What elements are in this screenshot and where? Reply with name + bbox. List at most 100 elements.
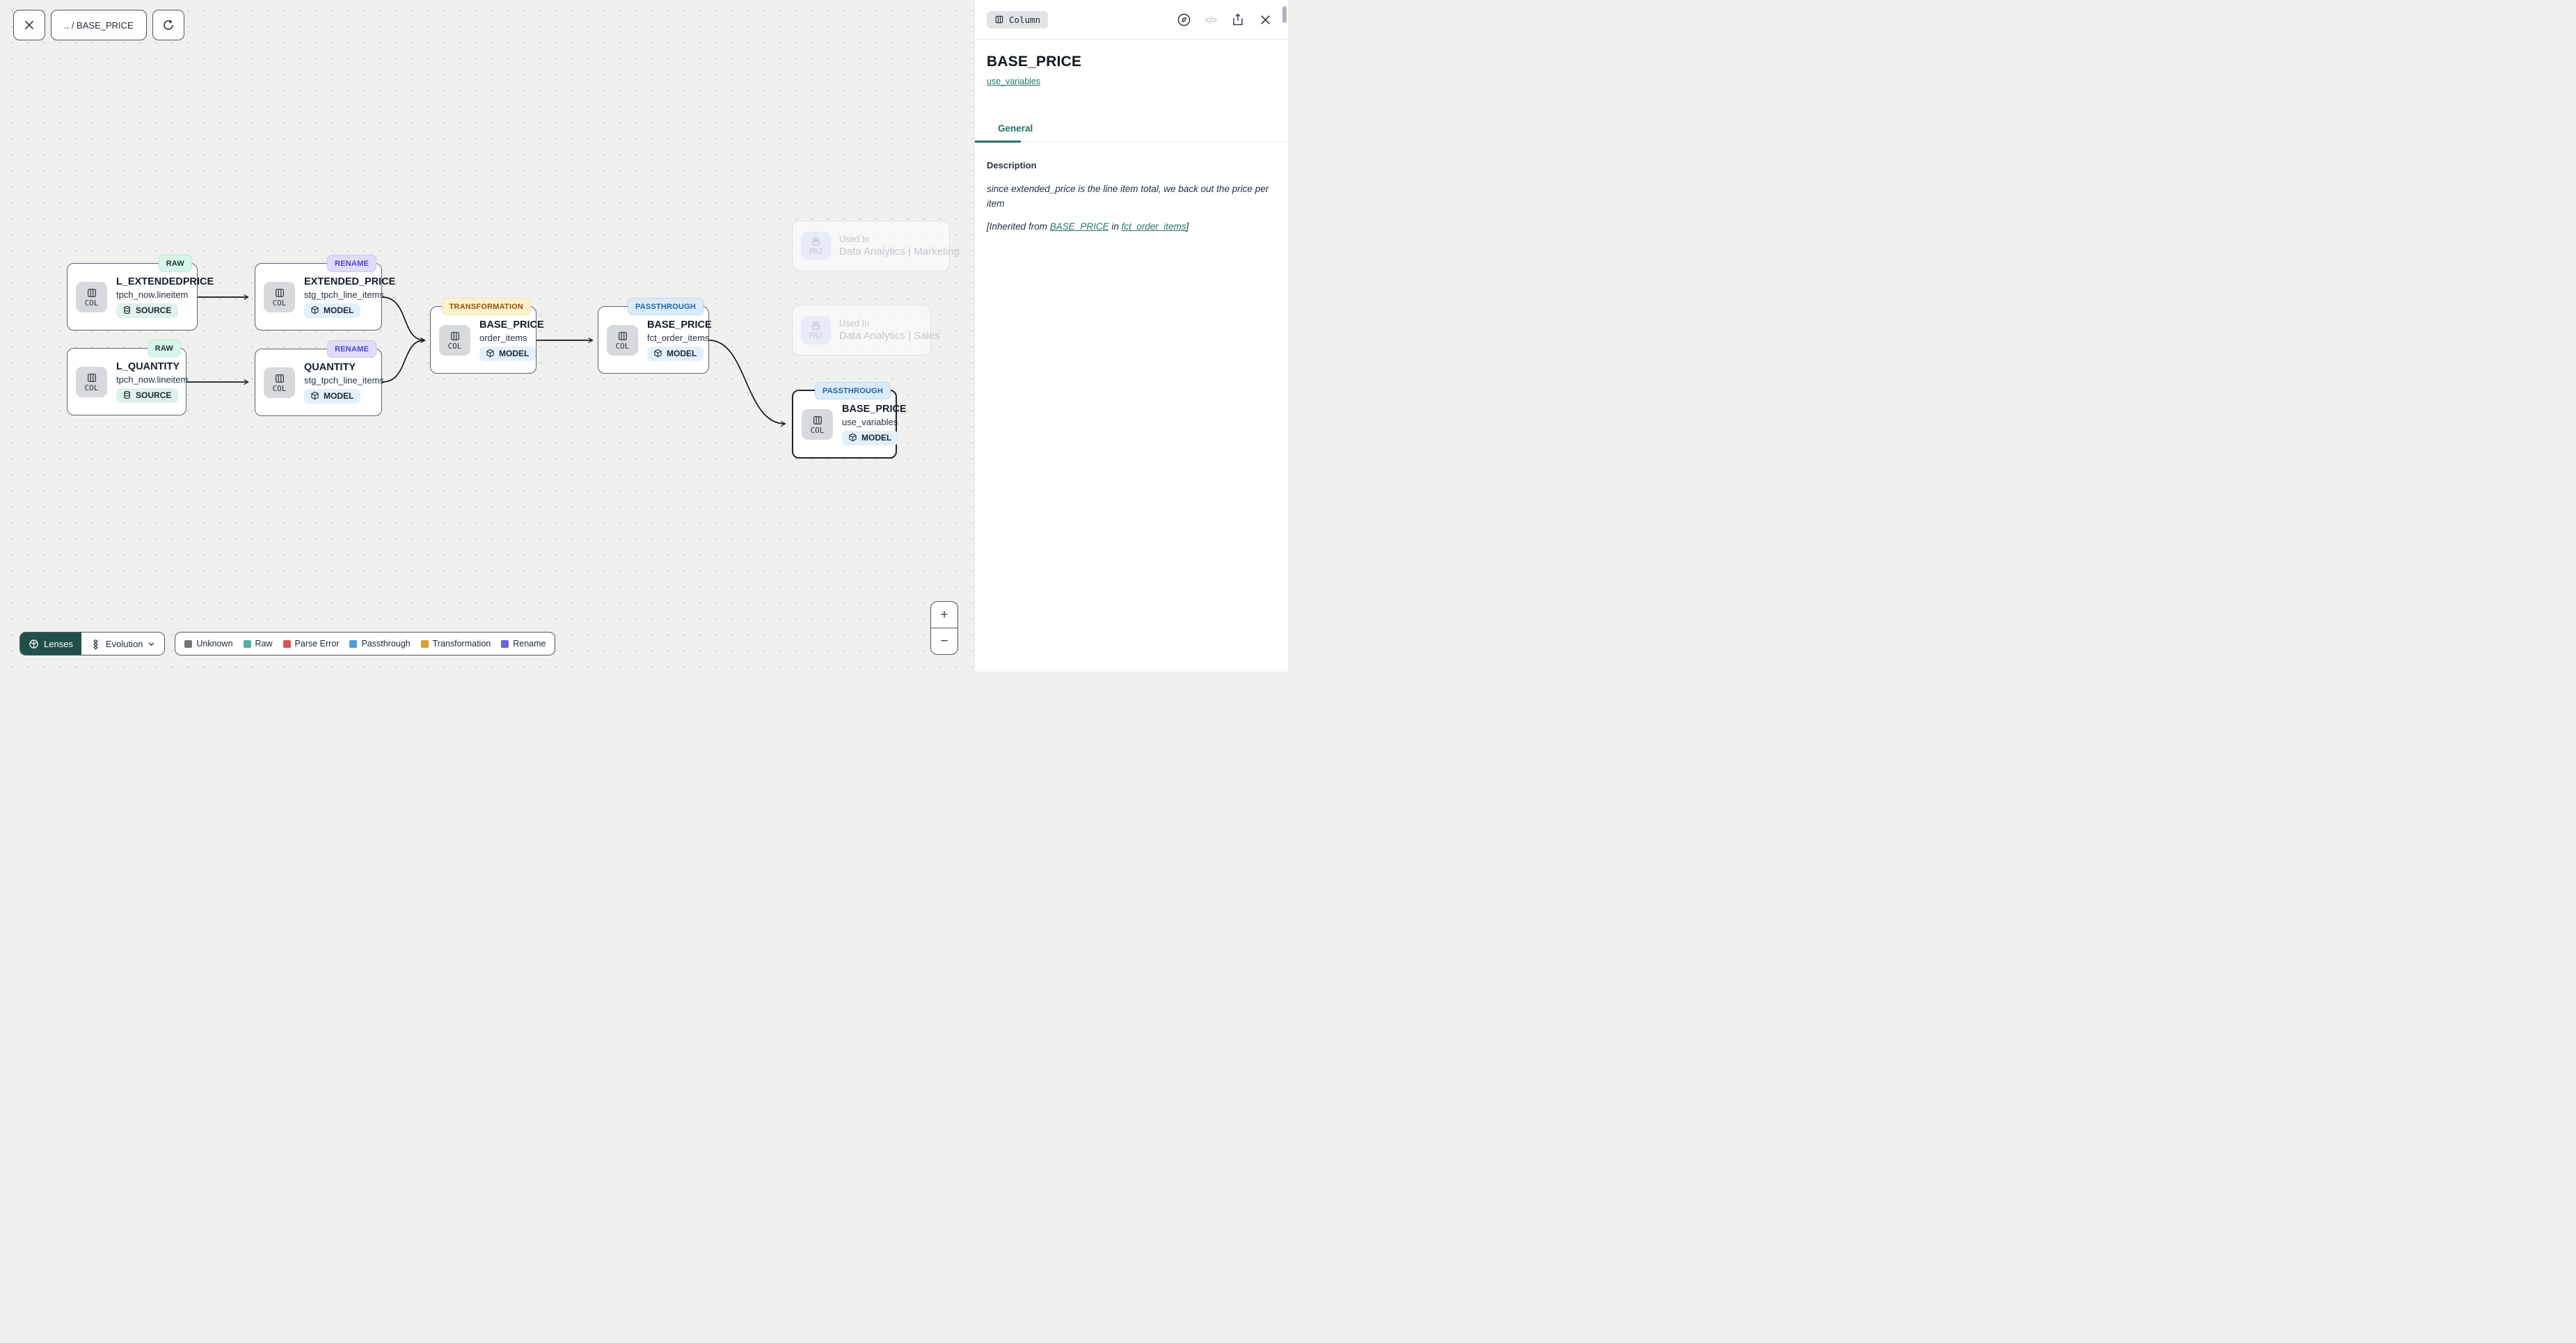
cube-icon <box>311 305 319 315</box>
model-link[interactable]: use_variables <box>987 77 1041 86</box>
lens-legend: Unknown Raw Parse Error Passthrough Tran… <box>175 632 556 655</box>
panel-tabs: General <box>975 114 1288 143</box>
description-body: since extended_price is the line item to… <box>987 184 1269 209</box>
lens-switcher: Lenses Evolution <box>19 632 166 655</box>
kind-label: MODEL <box>667 348 697 358</box>
used-in-project: Data Analytics | Sales <box>839 330 940 342</box>
node-extended-price[interactable]: RENAME COL EXTENDED_PRICE stg_tpch_line_… <box>255 255 395 331</box>
close-panel-button[interactable] <box>1257 12 1273 27</box>
column-type-chip: COL <box>76 366 107 397</box>
explore-lineage-button[interactable] <box>1176 12 1191 27</box>
node-base-price-use-variables[interactable]: PASSTHROUGH COL BASE_PRICE use_variables… <box>792 382 907 459</box>
zoom-controls: + − <box>930 601 958 655</box>
legend-swatch <box>501 639 509 648</box>
close-icon <box>1260 15 1270 24</box>
column-icon <box>275 288 284 297</box>
tab-general[interactable]: General <box>998 122 1033 134</box>
legend-item-unknown: Unknown <box>184 639 233 649</box>
refresh-icon <box>163 19 173 30</box>
lens-badge-rename: RENAME <box>327 255 376 272</box>
lens-badge-passthrough: PASSTHROUGH <box>628 298 703 315</box>
tabs-divider <box>975 141 1288 142</box>
edge <box>381 337 426 383</box>
project-type-chip: PRJ <box>801 232 831 260</box>
legend-item-passthrough: Passthrough <box>349 639 411 649</box>
kind-pill-model: MODEL <box>304 303 361 318</box>
node-l-quantity[interactable]: RAW COL L_QUANTITY tpch_now.lineitem SOU… <box>67 340 188 415</box>
column-type-label: COL <box>447 341 462 351</box>
used-in-label: Used In <box>839 319 870 328</box>
kind-pill-model: MODEL <box>304 388 361 404</box>
panel-body: BASE_PRICE use_variables General Descrip… <box>975 40 1288 232</box>
kind-pill-model: MODEL <box>479 346 536 361</box>
entity-type-badge[interactable]: Column <box>987 10 1049 29</box>
column-type-chip: COL <box>439 324 470 356</box>
node-base-price-order-items[interactable]: TRANSFORMATION COL BASE_PRICE order_item… <box>430 298 544 374</box>
node-table: fct_order_items <box>647 332 710 343</box>
lens-badge-raw: RAW <box>147 340 181 357</box>
breadcrumb[interactable]: .. / BASE_PRICE <box>51 10 147 40</box>
legend-swatch <box>420 639 429 648</box>
column-icon <box>87 288 96 297</box>
inherited-column-link[interactable]: BASE_PRICE <box>1049 221 1109 232</box>
column-type-label: COL <box>810 425 825 435</box>
compass-icon <box>1177 13 1190 26</box>
database-icon <box>124 305 130 315</box>
node-table: stg_tpch_line_items <box>304 289 384 300</box>
node-title: EXTENDED_PRICE <box>304 276 396 287</box>
column-icon <box>995 15 1003 24</box>
breadcrumb-label: .. / BASE_PRICE <box>64 19 134 31</box>
column-type-label: COL <box>84 383 99 392</box>
kind-pill-source: SOURCE <box>116 303 179 318</box>
column-icon <box>87 373 96 382</box>
used-in-label: Used In <box>839 235 870 244</box>
cube-icon <box>849 433 857 442</box>
node-title: QUANTITY <box>304 361 356 373</box>
lens-badge-transformation: TRANSFORMATION <box>441 298 531 315</box>
node-l-extendedprice[interactable]: RAW COL L_EXTENDEDPRICE tpch_now.lineite… <box>67 255 214 331</box>
lens-badge-passthrough: PASSTHROUGH <box>815 382 891 399</box>
column-icon <box>275 374 284 383</box>
share-button[interactable] <box>1230 12 1246 27</box>
column-type-chip: COL <box>264 367 295 398</box>
lens-select-evolution[interactable]: Evolution <box>81 633 165 655</box>
details-panel: Column </> BASE_PRICE use_variables Gene… <box>974 0 1288 672</box>
lens-badge-rename: RENAME <box>327 340 376 358</box>
used-in-node-sales[interactable]: PRJ Used In Data Analytics | Sales <box>792 305 940 356</box>
column-type-chip: COL <box>76 281 107 312</box>
column-type-label: COL <box>84 298 99 308</box>
zoom-out-button[interactable]: − <box>940 633 948 649</box>
legend-swatch <box>243 639 251 648</box>
lens-badge-raw: RAW <box>158 255 192 272</box>
node-table: use_variables <box>842 416 898 427</box>
node-quantity[interactable]: RENAME COL QUANTITY stg_tpch_line_items … <box>255 340 384 416</box>
node-title: BASE_PRICE <box>479 319 544 331</box>
kind-pill-model: MODEL <box>842 430 899 445</box>
close-lineage-button[interactable] <box>13 10 45 40</box>
inherited-middle: in <box>1108 221 1122 232</box>
kind-pill-source: SOURCE <box>116 388 179 403</box>
used-in-node-marketing[interactable]: PRJ Used In Data Analytics | Marketing <box>792 221 960 271</box>
inherited-suffix: ] <box>1186 221 1189 232</box>
cube-icon <box>654 349 662 358</box>
project-type-label: PRJ <box>809 246 823 256</box>
used-in-project: Data Analytics | Marketing <box>839 246 960 257</box>
description-heading: Description <box>987 160 1037 170</box>
zoom-in-button[interactable]: + <box>931 602 957 628</box>
node-base-price-fct-order-items[interactable]: PASSTHROUGH COL BASE_PRICE fct_order_ite… <box>598 298 712 374</box>
chevron-down-icon <box>149 642 154 646</box>
inherited-model-link[interactable]: fct_order_items <box>1121 221 1186 232</box>
column-icon <box>618 331 627 340</box>
kind-label: SOURCE <box>136 305 172 315</box>
cube-icon <box>486 349 494 358</box>
panel-header-icons: </> <box>1176 12 1273 27</box>
column-icon <box>813 415 822 424</box>
entity-type-label: Column <box>1009 14 1041 25</box>
panel-scrollbar[interactable] <box>1282 6 1287 23</box>
active-tab-indicator <box>975 140 1021 143</box>
refresh-button[interactable] <box>152 10 184 40</box>
lenses-button[interactable]: Lenses <box>20 633 81 655</box>
project-icon <box>812 321 820 330</box>
description-inherited: [Inherited from BASE_PRICE in fct_order_… <box>987 221 1276 232</box>
column-type-chip: COL <box>607 324 638 356</box>
